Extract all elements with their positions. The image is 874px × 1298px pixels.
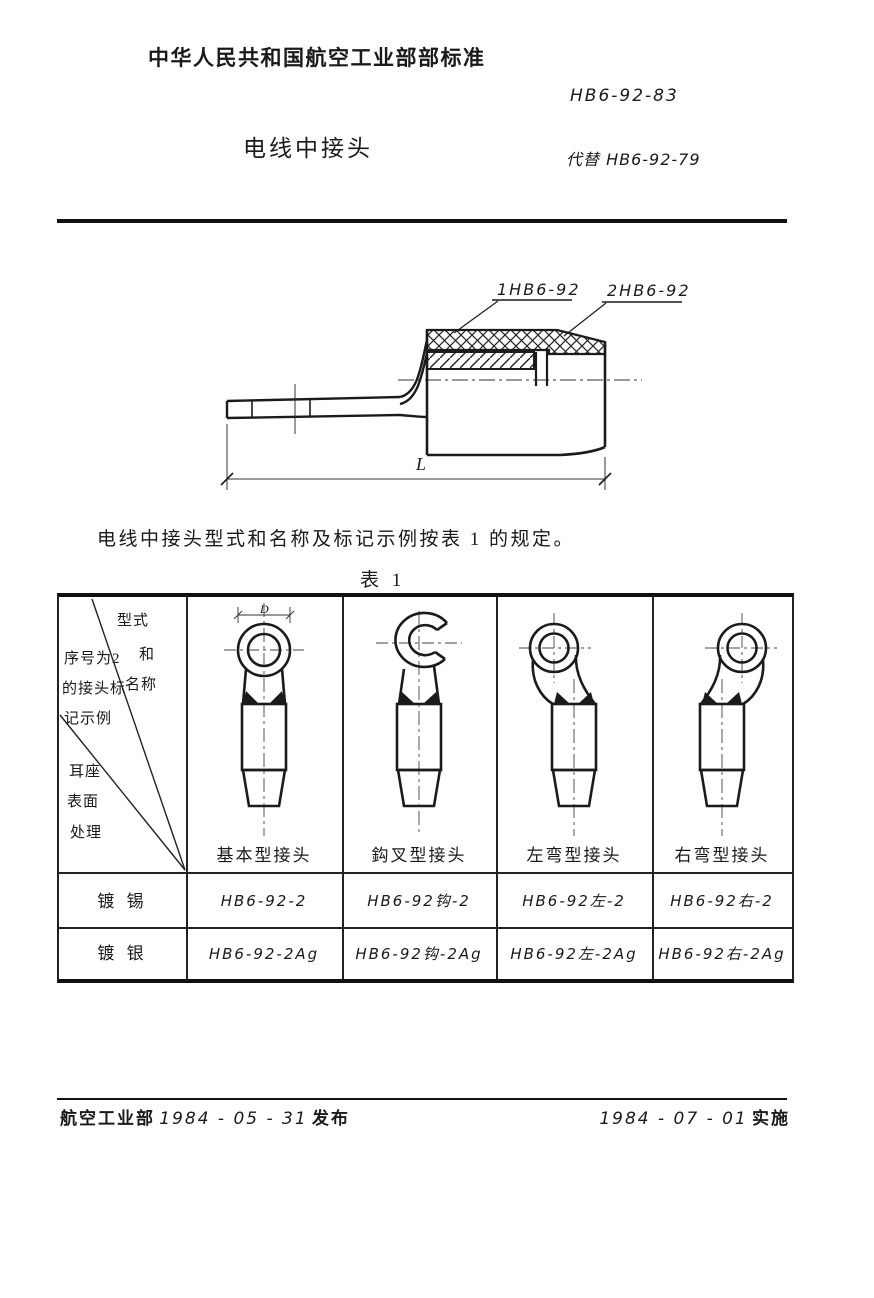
figure-hook-type: [376, 611, 462, 836]
corner-surface-2: 表面: [67, 794, 100, 810]
neck-fillet-right: [423, 692, 439, 704]
footer-implement-line: 1984 - 07 - 01 实施: [560, 1104, 790, 1129]
table-hline-header: [59, 872, 792, 874]
part-label-1-leader: [453, 300, 499, 334]
intro-sentence: 电线中接头型式和名称及标记示例按表 1 的规定。: [97, 529, 576, 550]
corner-marking-2: 的接头标: [62, 681, 127, 697]
table-vline-1: [186, 597, 188, 979]
cell-silver-right: HB6-92右-2Ag: [658, 945, 786, 963]
neck-fillet-right: [269, 691, 285, 704]
cell-silver-hook: HB6-92钩-2Ag: [355, 945, 483, 963]
footer-issue-line: 航空工业部 1984 - 05 - 31 发布: [60, 1104, 350, 1129]
cell-silver-basic: HB6-92-2Ag: [208, 945, 320, 963]
corner-type-name-2: 和: [139, 647, 156, 663]
footer-issue-date: 1984 - 05 - 31: [159, 1109, 308, 1129]
terminal-tab: [225, 395, 401, 420]
corner-surface-3: 处理: [70, 825, 103, 841]
footer-issue-action: 发布: [311, 1109, 350, 1128]
column-label-basic: 基本型接头: [216, 846, 312, 865]
sleeve-step-lines: [534, 348, 549, 386]
insulation-sleeve-crosshatch: [425, 328, 607, 356]
length-dimension: L: [220, 424, 612, 490]
part-label-2: 2HB6-92: [607, 281, 690, 300]
neck-fillet-left: [702, 692, 718, 704]
corner-surface-1: 耳座: [69, 764, 102, 780]
table-caption: 表 1: [360, 570, 406, 591]
column-label-hook: 鈎叉型接头: [371, 846, 467, 865]
corner-type-name-3: 名称: [125, 677, 158, 693]
footer-issuer: 航空工业部: [60, 1109, 155, 1128]
column-label-left-bend: 左弯型接头: [526, 846, 622, 865]
header-rule: [57, 219, 787, 223]
neck-fillet-left: [399, 692, 415, 704]
figure-basic-type: D: [224, 603, 304, 836]
dim-d-label: D: [259, 603, 269, 616]
footer-impl-date: 1984 - 07 - 01: [599, 1109, 748, 1129]
column-label-right-bend: 右弯型接头: [674, 846, 770, 865]
standard-number: HB6-92-83: [570, 86, 679, 106]
row-label-tin: 镀 锡: [97, 892, 148, 911]
corner-marking-3: 记示例: [64, 711, 113, 727]
inner-sleeve-hatch: [426, 351, 535, 370]
cell-silver-left: HB6-92左-2Ag: [510, 945, 638, 963]
footer-rule: [57, 1098, 787, 1100]
connector-technical-drawing: 1HB6-92 2HB6-92 L: [220, 280, 690, 490]
barrel-outline: [425, 330, 607, 457]
table-vline-3: [496, 597, 498, 979]
cell-tin-left: HB6-92左-2: [522, 892, 626, 910]
standard-org-title: 中华人民共和国航空工业部部标准: [148, 47, 486, 70]
figure-left-bend-type: [519, 613, 598, 836]
row-label-silver: 镀 银: [97, 944, 148, 963]
neck-fillet-right: [578, 692, 594, 704]
figure-right-bend-type: [698, 613, 777, 836]
corner-type-name-1: 型式: [117, 613, 150, 629]
part-label-2-leader: [563, 302, 607, 337]
table-vline-4: [652, 597, 654, 979]
corner-marking-1: 序号为2: [64, 651, 121, 667]
neck-fillet-left: [554, 692, 570, 704]
tab-to-barrel-transition: [399, 339, 429, 419]
table-vline-2: [342, 597, 344, 979]
document-title: 电线中接头: [243, 136, 373, 161]
corner-diagonals: [59, 598, 186, 871]
part-label-1: 1HB6-92: [497, 280, 581, 299]
corner-cell: 型式 和 名称 序号为2 的接头标 记示例 耳座 表面 处理: [59, 597, 186, 872]
cell-tin-basic: HB6-92-2: [220, 892, 308, 910]
table-hline-row: [59, 927, 792, 929]
dim-length-label: L: [415, 454, 426, 474]
cell-tin-right: HB6-92右-2: [670, 892, 774, 910]
neck-fillet-right: [726, 692, 742, 704]
type-table: 型式 和 名称 序号为2 的接头标 记示例 耳座 表面 处理 D: [57, 593, 794, 983]
neck-fillet-left: [243, 691, 259, 704]
cell-tin-hook: HB6-92钩-2: [367, 892, 471, 910]
footer-impl-action: 实施: [752, 1109, 790, 1128]
replaces-note: 代替 HB6-92-79: [566, 150, 701, 169]
